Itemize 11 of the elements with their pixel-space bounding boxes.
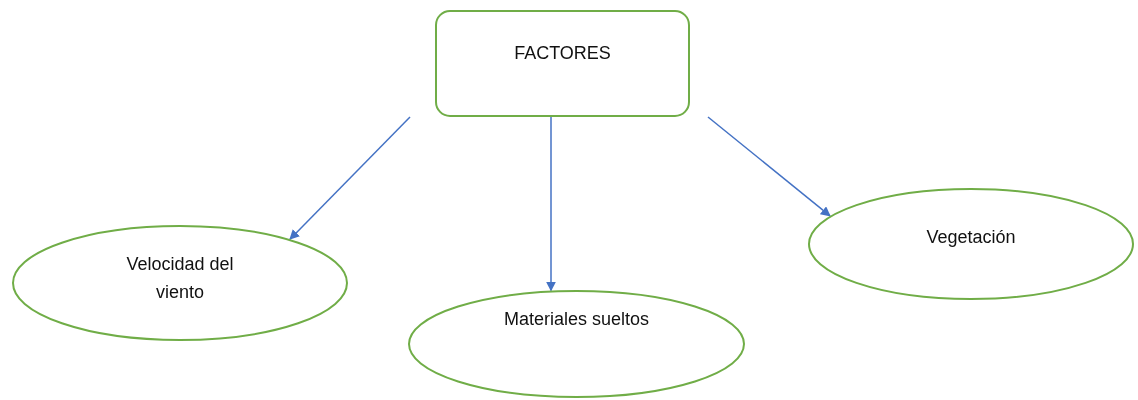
- node-label: Vegetación: [925, 226, 1017, 249]
- arrow: [707, 116, 831, 217]
- arrow: [546, 116, 556, 292]
- arrow: [289, 116, 411, 240]
- node-label: Velocidad del viento: [125, 253, 235, 304]
- node-label: FACTORES: [513, 42, 612, 65]
- ellipse-node: [808, 188, 1134, 300]
- rounded-box: [435, 10, 690, 117]
- node-label: Materiales sueltos: [502, 308, 651, 331]
- ellipse-node: [408, 290, 745, 398]
- ellipse-node: [12, 225, 348, 341]
